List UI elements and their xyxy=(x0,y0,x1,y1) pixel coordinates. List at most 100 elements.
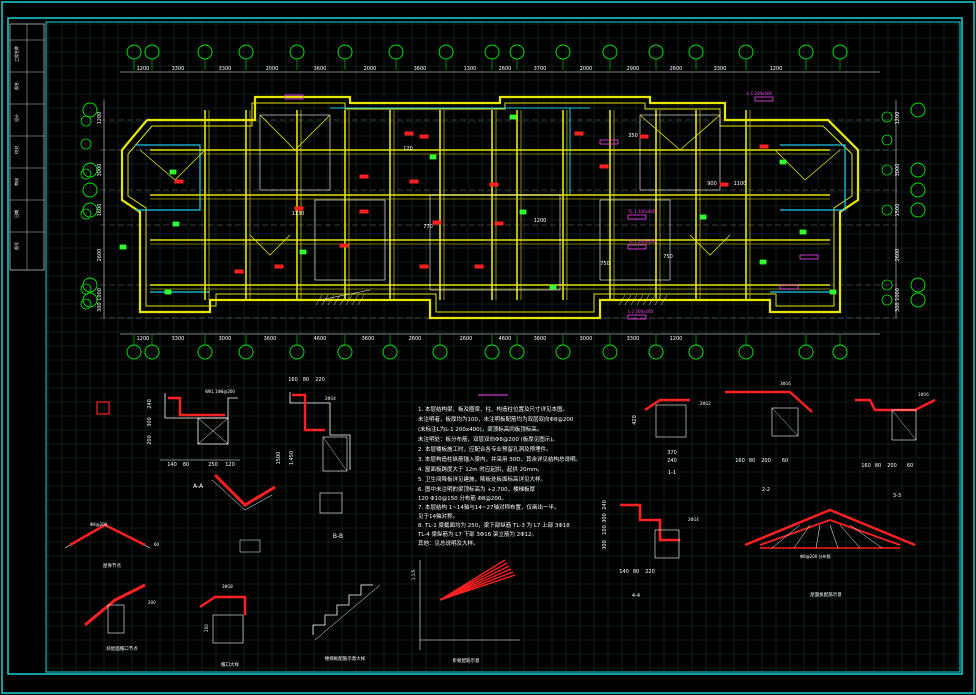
hip-line-c xyxy=(249,234,291,256)
aa-tag: WKL 1Φ8@200 xyxy=(205,389,235,394)
dim-right-0: 1200 xyxy=(895,112,901,125)
title-truss: 屋面板配筋示意 xyxy=(810,591,842,598)
r2-rebar xyxy=(725,390,813,413)
room-wall-0 xyxy=(259,114,331,191)
bb-ldim-1: 1.450 xyxy=(289,451,295,465)
label-770: 770 xyxy=(423,224,433,230)
dim-top-7: 1300 xyxy=(464,66,477,72)
label-750b: 750 xyxy=(663,254,673,260)
stair-hatch xyxy=(660,294,668,306)
room-wall-4 xyxy=(599,199,671,281)
title-aa: A-A xyxy=(193,483,204,490)
magenta-tag-2 xyxy=(627,244,647,250)
r2-dim-1: 80 xyxy=(749,458,755,464)
green-tag-2 xyxy=(119,244,127,250)
label-1130: 1130 xyxy=(292,211,305,217)
stair-hatch xyxy=(351,294,359,306)
label-tl2: TL-1 200x400 xyxy=(627,239,656,244)
stair-hatch xyxy=(642,294,650,306)
dim-left-4: 300 1000 xyxy=(97,288,103,312)
rebar-mark-10 xyxy=(719,182,729,187)
title-row-label: 设计 xyxy=(13,114,19,122)
dim-top-10: 2000 xyxy=(580,66,593,72)
dim-bottom-5: 3600 xyxy=(362,336,375,342)
cyan-wall-left xyxy=(135,144,201,211)
r4-dim-0: 140 xyxy=(619,569,629,575)
hip-line-d xyxy=(689,234,731,256)
notes-line-4: 未注明处：板分布筋，双层双向Φ8@200 (板厚见图示)。 xyxy=(418,435,558,443)
stair-hatch xyxy=(648,294,656,306)
title-r3: 3-3 xyxy=(893,493,901,499)
ridge-tag: Φ8@200 xyxy=(90,522,108,527)
dim-bottom-2: 3000 xyxy=(219,336,232,342)
stair-slope xyxy=(314,584,381,641)
rebar-mark-11 xyxy=(759,144,769,149)
axis-bubble-left-inner xyxy=(80,168,92,180)
stair-hatch xyxy=(321,294,329,306)
dim-bottom-1: 3300 xyxy=(172,336,185,342)
truss-web-3 xyxy=(829,524,839,549)
detail-titles: A-A B-B 屋脊节点 斜屋面檐口节点 檐口大样 楼梯板配筋示意大样 折板配筋… xyxy=(103,470,901,668)
label-350: 350 xyxy=(628,133,638,139)
r4-dim-2: 220 xyxy=(645,569,655,575)
stair-hatch xyxy=(327,294,335,306)
chamfer-tr xyxy=(827,119,859,151)
axis-bubble-right-inner xyxy=(881,204,893,216)
rebar-mark-0 xyxy=(294,206,304,211)
r4-beam xyxy=(654,529,680,559)
title-row-label: 工程名称 xyxy=(13,46,19,62)
aa-cross2 xyxy=(197,417,229,445)
rebar-mark-8 xyxy=(574,131,584,136)
r2-dim-2: 200 xyxy=(761,458,771,464)
r4-dim-1: 80 xyxy=(633,569,639,575)
title-row-label: 图名 xyxy=(13,82,19,90)
rebar-mark-5 xyxy=(432,220,442,225)
room-wall-1 xyxy=(639,114,721,191)
green-tag-7 xyxy=(779,159,787,165)
dim-top-9: 3700 xyxy=(534,66,547,72)
dim-left-0: 1200 xyxy=(97,112,103,125)
v-outline xyxy=(211,479,273,511)
green-tag-4 xyxy=(519,209,527,215)
notes-line-14: TL-4 梁纵筋为 L7 下部 3Φ16 架立筋为 2Φ12。 xyxy=(417,530,537,538)
notes-line-1: 1. 本层结构梁、板及圈梁、柱、构造柱位置及尺寸详见本图。 xyxy=(418,405,568,413)
stair-hatch xyxy=(624,294,632,306)
title-fan: 折板配筋示意 xyxy=(453,657,480,664)
truss-web-4 xyxy=(839,524,861,549)
r1-left: 420 xyxy=(632,415,638,425)
gable-dim: 200 xyxy=(204,624,209,632)
green-tag-5 xyxy=(509,114,517,120)
axis-bubble-right-inner xyxy=(881,164,893,176)
green-tag-11 xyxy=(429,154,437,160)
ridge-dim: 60 xyxy=(154,542,160,547)
dim-left-1: 3000 xyxy=(97,164,103,177)
notes-line-10: 120 Φ10@150 分布筋 Φ8@200。 xyxy=(418,494,507,502)
truss-web-5 xyxy=(849,524,883,549)
green-tag-10 xyxy=(829,289,837,295)
notes-line-13: 8. TL-1 梁截面均为 250，梁下部纵筋 TL-3 为 L7 上部 3Φ1… xyxy=(418,521,570,529)
rebar-mark-1 xyxy=(339,243,349,248)
notes-line-6: 3. 本层构造柱纵筋锚入梁内，并采用 30D，其余详见结构总说明。 xyxy=(418,455,581,463)
drawing-border xyxy=(45,21,961,673)
room-wall-3 xyxy=(314,199,386,281)
r1-tag: 2Φ12 xyxy=(700,401,711,406)
axis-bubble-right xyxy=(910,292,926,308)
dim-bottom-4: 4600 xyxy=(314,336,327,342)
dim-top-12: 2600 xyxy=(670,66,683,72)
title-r4: 4-4 xyxy=(632,593,640,599)
axis-bubble-right xyxy=(910,102,926,118)
green-tag-13 xyxy=(549,284,557,290)
bb-dim-1: 80 xyxy=(303,377,309,383)
aa-beam xyxy=(197,417,229,445)
r2-dim-0: 160 xyxy=(735,458,745,464)
gable-rebar xyxy=(199,595,247,615)
cyan-wall-right xyxy=(780,144,846,211)
r3-rebar xyxy=(855,398,936,412)
magenta-tag-6 xyxy=(779,284,799,290)
green-tag-0 xyxy=(169,169,177,175)
axis-bubble-left-inner xyxy=(80,283,92,295)
rebar-mark-14 xyxy=(419,264,429,269)
truss-inner xyxy=(759,519,901,546)
green-tag-3 xyxy=(164,289,172,295)
notes-line-5: 2. 本层楼板施工时，应配合各专业预留孔洞及预埋件。 xyxy=(418,445,552,453)
